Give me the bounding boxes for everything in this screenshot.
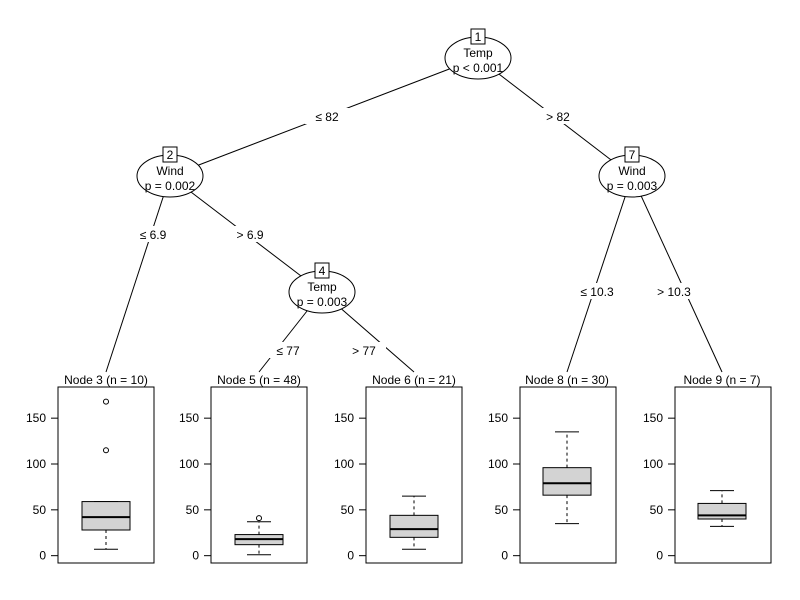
node-id-label: 4 <box>319 264 326 278</box>
boxplot-panel <box>674 386 772 564</box>
terminal-node-5: Node 5 (n = 48) 0 50 100 150 <box>179 373 308 564</box>
outlier-point <box>256 515 262 522</box>
node-variable: Wind <box>156 164 183 178</box>
outlier-point <box>103 447 109 454</box>
y-tick-label: 150 <box>643 411 663 425</box>
y-tick-label: 150 <box>334 411 354 425</box>
edge-label-bg <box>652 283 696 299</box>
y-tick-label: 150 <box>26 411 46 425</box>
edge-label-4-5: ≤ 77 <box>276 344 300 358</box>
edge-label-1-2: ≤ 82 <box>315 110 339 124</box>
y-tick-label: 100 <box>334 457 354 471</box>
edge-2-3 <box>105 175 171 373</box>
edge-label-7-9: > 10.3 <box>657 285 691 299</box>
edge-label-bg <box>228 226 272 242</box>
edges-layer <box>105 57 723 373</box>
y-tick-label: 0 <box>39 549 46 563</box>
node-id-label: 7 <box>629 148 636 162</box>
edge-7-8 <box>566 175 633 373</box>
edge-7-9 <box>631 175 723 373</box>
edge-label-bg <box>305 108 349 124</box>
iqr-box <box>81 501 131 531</box>
terminal-node-title: Node 3 (n = 10) <box>64 373 148 387</box>
terminal-node-3: Node 3 (n = 10) 0 50 100 150 <box>26 373 155 564</box>
y-tick-label: 100 <box>488 457 508 471</box>
iqr-box <box>542 467 592 496</box>
edge-label-4-6: > 77 <box>352 344 376 358</box>
node-id-label: 2 <box>167 148 174 162</box>
terminal-nodes-layer: Node 3 (n = 10) 0 50 100 150 Node 5 (n = 48) 0… <box>26 373 772 564</box>
y-tick-label: 50 <box>186 503 200 517</box>
edge-label-bg <box>266 342 310 358</box>
y-tick-label: 50 <box>33 503 47 517</box>
terminal-node-title: Node 8 (n = 30) <box>525 373 609 387</box>
edge-label-bg <box>342 342 386 358</box>
edge-label-bg <box>131 226 175 242</box>
node-variable: Wind <box>618 164 645 178</box>
boxplot-panel <box>57 386 155 564</box>
y-tick-label: 100 <box>179 457 199 471</box>
iqr-box <box>389 514 439 538</box>
y-tick-label: 50 <box>341 503 355 517</box>
edge-label-2-3: ≤ 6.9 <box>140 228 167 242</box>
node-id-label: 1 <box>475 30 482 44</box>
edge-label-bg <box>536 108 580 124</box>
node-variable: Temp <box>307 280 337 294</box>
edge-label-2-4: > 6.9 <box>236 228 263 242</box>
node-pvalue: p = 0.002 <box>145 179 196 193</box>
node-id-box <box>470 28 486 45</box>
y-tick-label: 50 <box>495 503 509 517</box>
y-tick-label: 150 <box>488 411 508 425</box>
node-pvalue: p = 0.003 <box>607 179 658 193</box>
terminal-node-8: Node 8 (n = 30) 0 50 100 150 <box>488 373 617 564</box>
iqr-box <box>697 502 747 520</box>
node-id-box <box>624 146 640 163</box>
node-variable: Temp <box>463 46 493 60</box>
edge-label-1-7: > 82 <box>546 110 570 124</box>
terminal-node-6: Node 6 (n = 21) 0 50 100 150 <box>334 373 463 564</box>
y-tick-label: 0 <box>192 549 199 563</box>
terminal-node-9: Node 9 (n = 7) 0 50 100 150 <box>643 373 772 564</box>
node-id-box <box>162 146 178 163</box>
node-id-box <box>314 262 330 279</box>
node-pvalue: p < 0.001 <box>453 61 504 75</box>
node-pvalue: p = 0.003 <box>297 295 348 309</box>
y-tick-label: 100 <box>643 457 663 471</box>
terminal-node-title: Node 6 (n = 21) <box>372 373 456 387</box>
edge-labels-layer: ≤ 82 > 82 ≤ 6.9 > 6.9 ≤ 77 > 77 ≤ 10.3 > 10.3 <box>131 108 696 358</box>
y-tick-label: 100 <box>26 457 46 471</box>
terminal-node-title: Node 9 (n = 7) <box>683 373 760 387</box>
y-tick-label: 0 <box>347 549 354 563</box>
terminal-node-title: Node 5 (n = 48) <box>217 373 301 387</box>
y-tick-label: 50 <box>650 503 664 517</box>
edge-label-7-8: ≤ 10.3 <box>580 285 614 299</box>
y-tick-label: 0 <box>656 549 663 563</box>
y-tick-label: 0 <box>501 549 508 563</box>
y-tick-label: 150 <box>179 411 199 425</box>
outlier-point <box>103 398 109 405</box>
edge-label-bg <box>575 283 619 299</box>
